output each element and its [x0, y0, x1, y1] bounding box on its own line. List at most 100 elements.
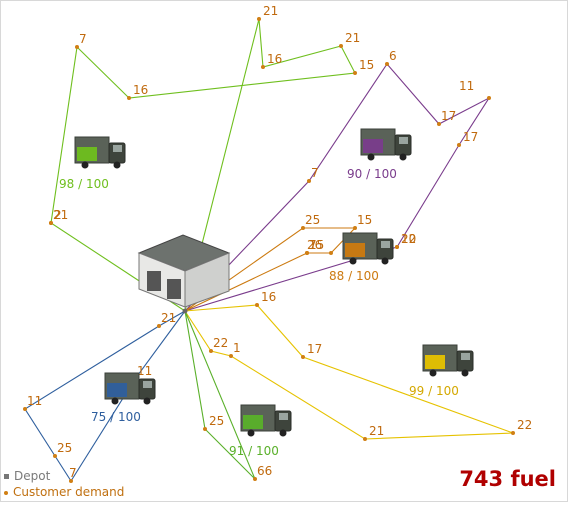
legend-depot: Depot [4, 469, 50, 483]
customer-point [307, 179, 311, 183]
customer-demand-label: 25 [209, 414, 224, 428]
customer-demand-label: 7 [309, 238, 317, 252]
customer-point [229, 354, 233, 358]
truck-wheel [381, 257, 389, 265]
customer-demand-label: 15 [309, 238, 324, 252]
customer-point [385, 62, 389, 66]
depot-legend-icon [4, 474, 9, 479]
customer-point [257, 17, 261, 21]
route-line-yellow [184, 304, 514, 440]
customer-demand-label: 22 [213, 336, 228, 350]
route-line-purple [184, 63, 491, 312]
customer-demand-label: 21 [53, 208, 68, 222]
customer-demand-label: 21 [263, 4, 278, 18]
truck-window [279, 413, 288, 420]
customer-point [75, 45, 79, 49]
customer-point [261, 65, 265, 69]
customer-demand-label: 6 [389, 49, 397, 63]
truck-wheel [279, 429, 287, 437]
fuel-score: 743 fuel [459, 467, 556, 491]
truck-wheel [461, 369, 469, 377]
truck-load-fill [77, 147, 97, 161]
legend-depot-label: Depot [14, 469, 51, 483]
customer-demand-label: 22 [401, 232, 416, 246]
truck-wheel [81, 161, 89, 169]
customer-demand-label: 11 [27, 394, 42, 408]
truck-wheel [143, 397, 151, 405]
customer-point [395, 245, 399, 249]
customer-point [339, 44, 343, 48]
truck-wheel [111, 397, 119, 405]
customer-demand-label: 16 [133, 83, 148, 97]
truck-load-fill [363, 139, 383, 153]
customer-demand-label: 25 [305, 213, 320, 227]
truck-capacity-label: 90 / 100 [347, 167, 397, 181]
truck-window [143, 381, 152, 388]
customer-point [301, 226, 305, 230]
customer-point [301, 355, 305, 359]
truck-wheel [247, 429, 255, 437]
customer-point [49, 221, 53, 225]
truck-load-fill [243, 415, 263, 429]
customer-demand-label: 17 [441, 109, 456, 123]
customer-demand-label: 7 [69, 466, 77, 480]
truck-capacity-label: 91 / 100 [229, 444, 279, 458]
truck-lime [240, 404, 292, 437]
customer-demand-label: 16 [261, 290, 276, 304]
customer-demand-label: 16 [267, 52, 282, 66]
truck-window [461, 353, 470, 360]
customer-point [203, 427, 207, 431]
truck-window [399, 137, 408, 144]
truck-load-fill [425, 355, 445, 369]
customer-demand-label: 7 [79, 32, 87, 46]
truck-window [113, 145, 122, 152]
customer-demand-label: 66 [257, 464, 272, 478]
truck-wheel [113, 161, 121, 169]
customer-demand-label: 26 [307, 238, 322, 252]
customer-point [487, 96, 491, 100]
customer-demand-label: 21 [369, 424, 384, 438]
truck-capacity-label: 98 / 100 [59, 177, 109, 191]
customer-point [157, 324, 161, 328]
customer-point [23, 407, 27, 411]
truck-wheel [349, 257, 357, 265]
customer-demand-label: 11 [459, 79, 474, 93]
customer-demand-label: 22 [517, 418, 532, 432]
depot-door [147, 271, 161, 291]
truck-window [381, 241, 390, 248]
truck-blue [104, 372, 156, 405]
customer-demand-label: 17 [463, 130, 478, 144]
customer-demand-label: 21 [345, 31, 360, 45]
truck-wheel [429, 369, 437, 377]
customer-legend-icon [4, 490, 8, 495]
customer-demand-label: 15 [357, 213, 372, 227]
customer-point [437, 122, 441, 126]
customer-point [329, 251, 333, 255]
depot-side [184, 252, 230, 308]
customer-point [209, 349, 213, 353]
customer-demand-label: 25 [57, 441, 72, 455]
customer-demand-label: 1 [233, 341, 241, 355]
depot-door [167, 279, 181, 299]
truck-green [74, 136, 126, 169]
truck-yellow [422, 344, 474, 377]
truck-purple [360, 128, 412, 161]
truck-wheel [367, 153, 375, 161]
customer-point [363, 437, 367, 441]
customer-point [457, 143, 461, 147]
customer-point [127, 96, 131, 100]
customer-point [69, 479, 73, 483]
legend-customer-label: Customer demand [13, 485, 125, 499]
customer-point [353, 71, 357, 75]
customer-demand-label: 2 [54, 208, 62, 222]
customer-point [511, 431, 515, 435]
depot-point [182, 308, 188, 314]
truck-capacity-label: 88 / 100 [329, 269, 379, 283]
